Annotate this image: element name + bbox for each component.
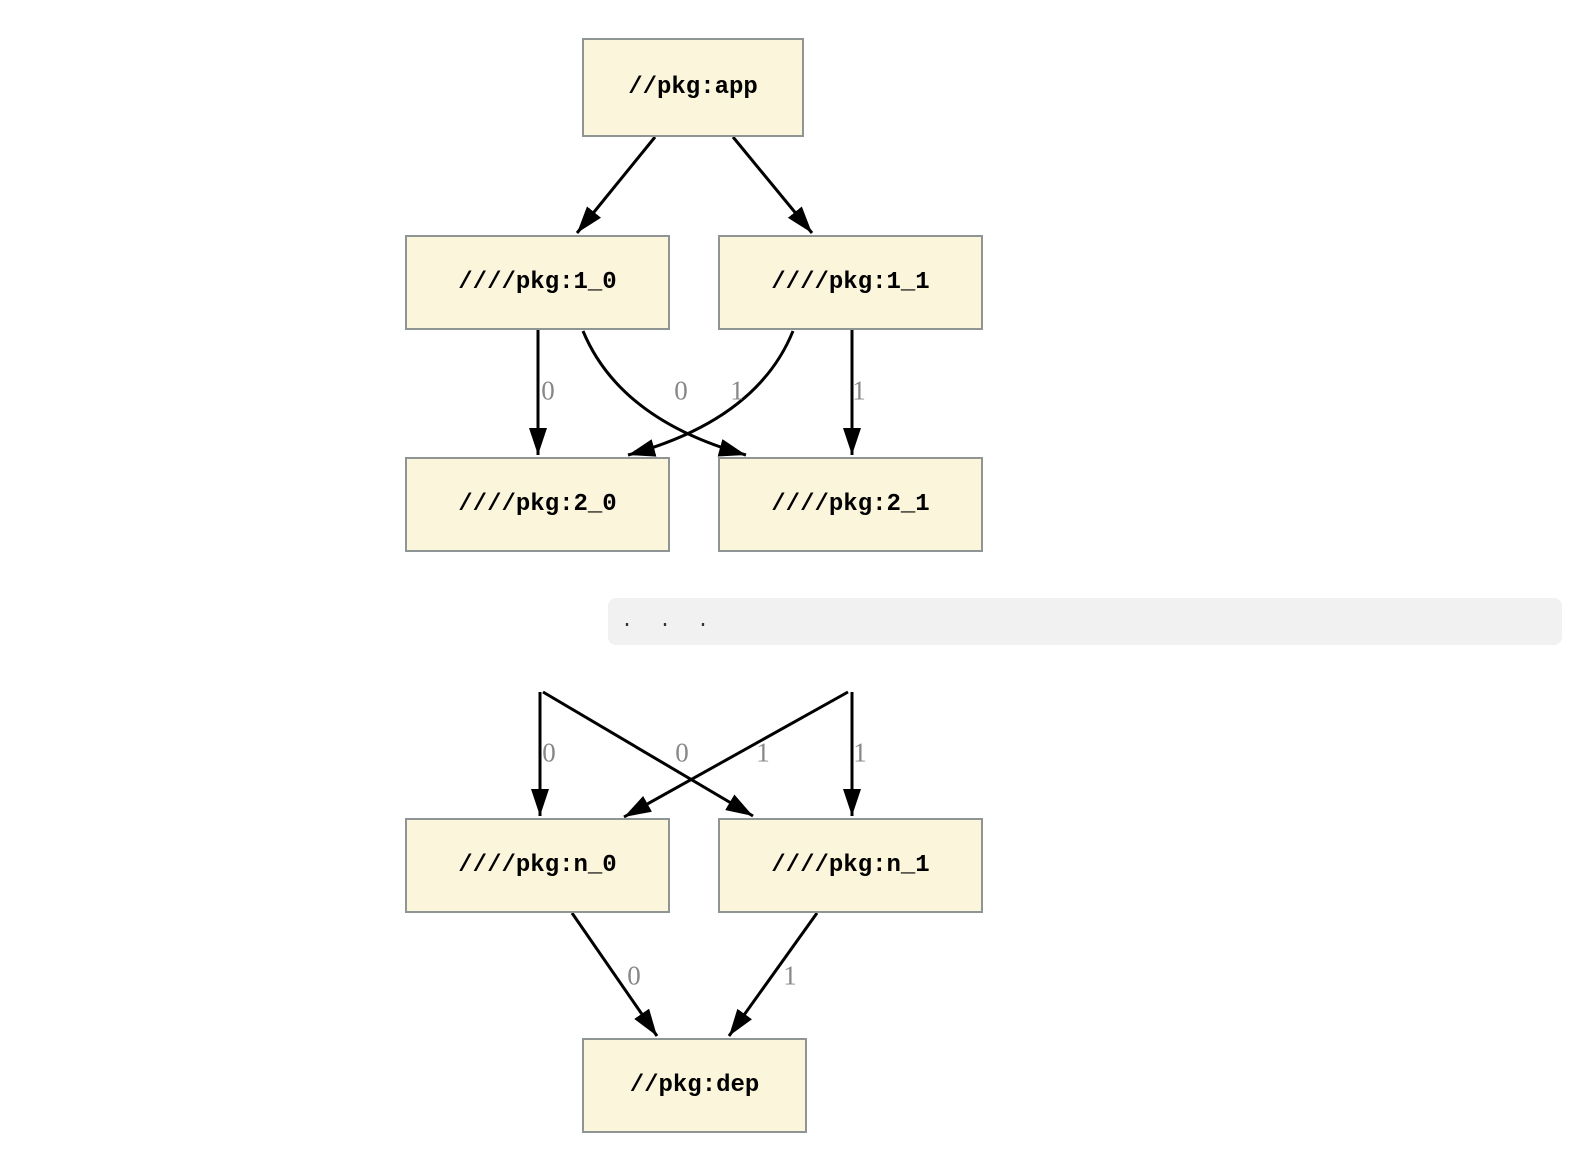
edge-elided-to-n_0-cross bbox=[623, 690, 849, 819]
edge-1_1-to-2_0 bbox=[627, 330, 795, 457]
edge-label-elided-n_0-straight: 0 bbox=[542, 737, 556, 768]
node-pkg-n_1: ////pkg:n_1 bbox=[718, 818, 983, 913]
node-pkg-2_0-label: ////pkg:2_0 bbox=[458, 491, 617, 518]
edge-app-to-1_0 bbox=[575, 136, 657, 234]
edge-label-1_1-2_1: 1 bbox=[852, 375, 866, 406]
node-pkg-2_1-label: ////pkg:2_1 bbox=[771, 491, 930, 518]
node-pkg-1_1-label: ////pkg:1_1 bbox=[771, 269, 930, 296]
edge-label-1_0-2_0: 0 bbox=[541, 375, 555, 406]
elided-rows-bar: . . . bbox=[608, 598, 1562, 645]
node-pkg-1_0-label: ////pkg:1_0 bbox=[458, 269, 617, 296]
edge-label-elided-n_1-cross: 1 bbox=[756, 737, 770, 768]
node-pkg-n_0: ////pkg:n_0 bbox=[405, 818, 670, 913]
edge-label-elided-n_1-straight: 1 bbox=[853, 737, 867, 768]
edge-label-1_1-2_0: 0 bbox=[674, 375, 688, 406]
node-pkg-app: //pkg:app bbox=[582, 38, 804, 137]
node-pkg-2_1: ////pkg:2_1 bbox=[718, 457, 983, 552]
edge-1_0-to-2_1 bbox=[581, 330, 747, 457]
node-pkg-n_1-label: ////pkg:n_1 bbox=[771, 852, 930, 879]
node-pkg-dep-label: //pkg:dep bbox=[629, 1072, 760, 1099]
elided-rows-text: . . . bbox=[621, 610, 710, 633]
edge-label-1_0-2_1: 1 bbox=[730, 375, 744, 406]
edge-app-to-1_1 bbox=[731, 136, 814, 234]
node-pkg-1_1: ////pkg:1_1 bbox=[718, 235, 983, 330]
node-pkg-app-label: //pkg:app bbox=[628, 74, 758, 101]
edge-n_1-to-dep bbox=[727, 912, 819, 1037]
edge-label-elided-n_0-cross: 0 bbox=[675, 737, 689, 768]
node-pkg-2_0: ////pkg:2_0 bbox=[405, 457, 670, 552]
edge-n_0-to-dep bbox=[570, 912, 659, 1037]
edge-label-n_1-dep: 1 bbox=[783, 960, 797, 991]
node-pkg-dep: //pkg:dep bbox=[582, 1038, 807, 1133]
node-pkg-1_0: ////pkg:1_0 bbox=[405, 235, 670, 330]
edge-elided-to-n_1-cross bbox=[542, 690, 754, 818]
edge-label-n_0-dep: 0 bbox=[627, 960, 641, 991]
node-pkg-n_0-label: ////pkg:n_0 bbox=[458, 852, 617, 879]
